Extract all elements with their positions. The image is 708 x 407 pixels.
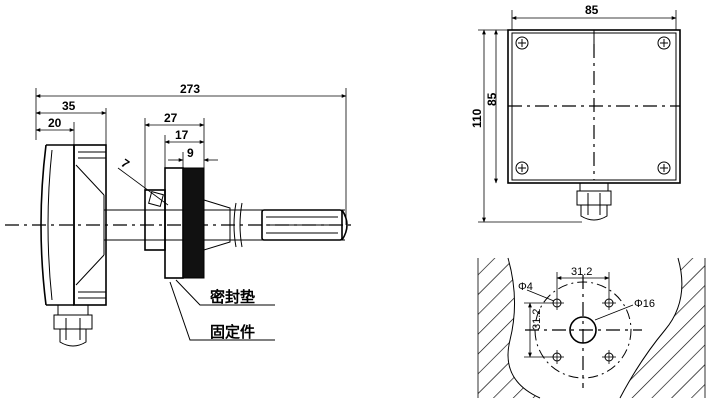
dim-height-inner-text: 85 — [485, 92, 499, 106]
corner-screws — [515, 36, 671, 175]
break-line-1 — [233, 202, 237, 248]
mounting-view: 31.2 31.2 Φ4 Φ16 — [477, 257, 706, 399]
housing-face-inner — [47, 149, 53, 301]
gasket-label: 密封垫 — [210, 288, 255, 306]
break-line-2 — [239, 202, 243, 248]
dim-17-text: 17 — [175, 128, 189, 142]
center-dia-leader — [594, 304, 634, 321]
dim-width-text: 85 — [585, 3, 599, 17]
dim-height-outer-text: 110 — [470, 108, 484, 128]
set-screw — [148, 191, 164, 207]
center-hole — [569, 316, 597, 344]
dim-pitch-x-text: 31.2 — [571, 266, 592, 278]
hole-dia-leader — [526, 289, 555, 302]
center-dia-text: Φ16 — [634, 298, 655, 310]
dim-overall-text: 273 — [180, 82, 200, 96]
cut-curve-right — [619, 257, 683, 399]
plate-edges — [477, 258, 706, 398]
dim-7-leader — [117, 167, 169, 206]
hole-dia-text: Φ4 — [518, 281, 533, 293]
plate-clear-area — [508, 258, 682, 398]
probe-holder — [203, 199, 231, 251]
housing-face-curve — [40, 144, 47, 306]
fixture-leader — [169, 281, 275, 341]
cut-curve-left — [507, 257, 541, 399]
fixture-body — [164, 167, 184, 279]
housing-body — [73, 144, 107, 306]
mounting-holes — [550, 296, 616, 364]
probe-tip-end — [341, 209, 348, 241]
side-view: 273 35 20 27 17 9 7 — [5, 82, 355, 347]
fixture-label: 固定件 — [210, 323, 255, 341]
cable-gland-side — [53, 304, 93, 347]
gasket-leader — [175, 279, 275, 306]
dim-9-text: 9 — [187, 146, 194, 160]
dim-pitch-y-text: 31.2 — [531, 309, 543, 330]
dim-20-text: 20 — [48, 116, 62, 130]
gasket-body — [182, 167, 205, 279]
housing-taper — [75, 164, 105, 286]
dim-35-text: 35 — [62, 99, 76, 113]
dim-7-text: 7 — [119, 156, 133, 171]
front-view: 85 110 85 — [470, 3, 681, 223]
probe-tip — [261, 209, 343, 241]
cable-gland-front — [576, 182, 612, 221]
dim-27-text: 27 — [164, 111, 178, 125]
